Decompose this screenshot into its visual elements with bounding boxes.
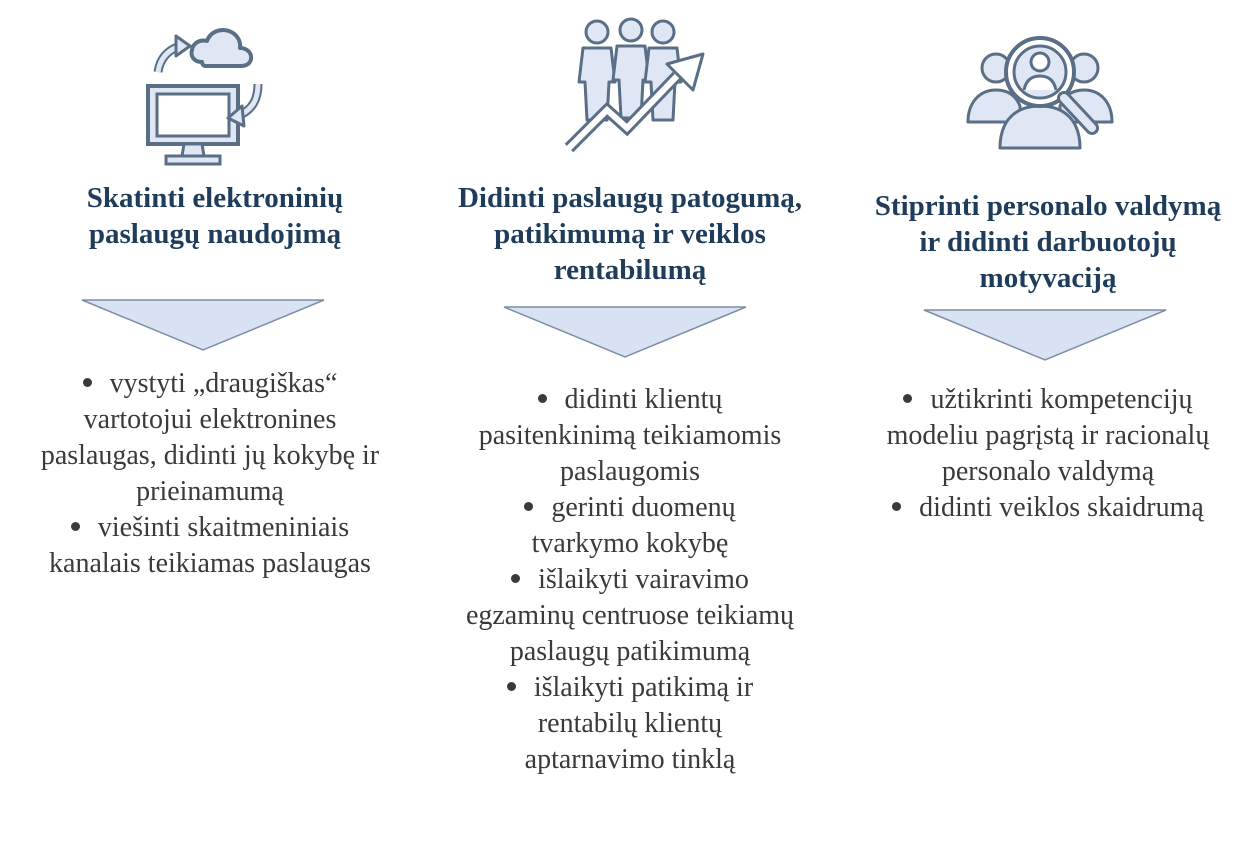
list-item: gerinti duomenų tvarkymo kokybę <box>420 490 840 562</box>
people-growth-arrow-icon <box>557 10 717 170</box>
list-item: viešinti skaitmeniniais kanalais teikiam… <box>49 512 371 579</box>
column-heading: Stiprinti personalo valdymą ir didinti d… <box>874 190 1222 294</box>
column-heading: Skatinti elektroninių paslaugų naudojimą <box>86 182 344 250</box>
bullet-icon <box>537 394 547 404</box>
list-item: didinti klientų pasitenkinimą teikiamomi… <box>478 384 782 487</box>
bullet-icon <box>903 394 913 404</box>
list-item: užtikrinti kompetencijų modeliu pagrįstą… <box>886 384 1210 487</box>
bullet-icon <box>506 682 516 692</box>
column-electronic-services: Skatinti elektroninių paslaugų naudojimą… <box>0 0 420 843</box>
bullet-icon <box>70 522 80 532</box>
bullet-list: vystyti „draugiškas“ vartotojui elektron… <box>0 366 420 582</box>
down-arrow-icon <box>923 309 1167 361</box>
list-item: didinti veiklos skaidrumą <box>840 490 1256 526</box>
bullet-icon <box>511 574 521 584</box>
bullet-icon <box>524 502 534 512</box>
bullet-list: didinti klientų pasitenkinimą teikiamomi… <box>420 382 840 778</box>
column-service-convenience: Didinti paslaugų patogumą, patikimumą ir… <box>420 0 840 843</box>
people-magnifier-icon <box>960 10 1120 170</box>
bullet-icon <box>82 378 92 388</box>
down-arrow-icon <box>81 299 325 351</box>
column-heading: Didinti paslaugų patogumą, patikimumą ir… <box>457 182 803 286</box>
bullet-icon <box>892 502 902 512</box>
computer-cloud-sync-icon <box>130 10 290 170</box>
list-item: išlaikyti vairavimo egzaminų centruose t… <box>465 564 795 667</box>
list-item: išlaikyti patikimą ir rentabilų klientų … <box>420 670 840 778</box>
list-item: vystyti „draugiškas“ vartotojui elektron… <box>40 368 380 507</box>
bullet-list: užtikrinti kompetencijų modeliu pagrįstą… <box>840 382 1256 526</box>
down-arrow-icon <box>503 306 747 358</box>
column-personnel-management: Stiprinti personalo valdymą ir didinti d… <box>840 0 1256 843</box>
